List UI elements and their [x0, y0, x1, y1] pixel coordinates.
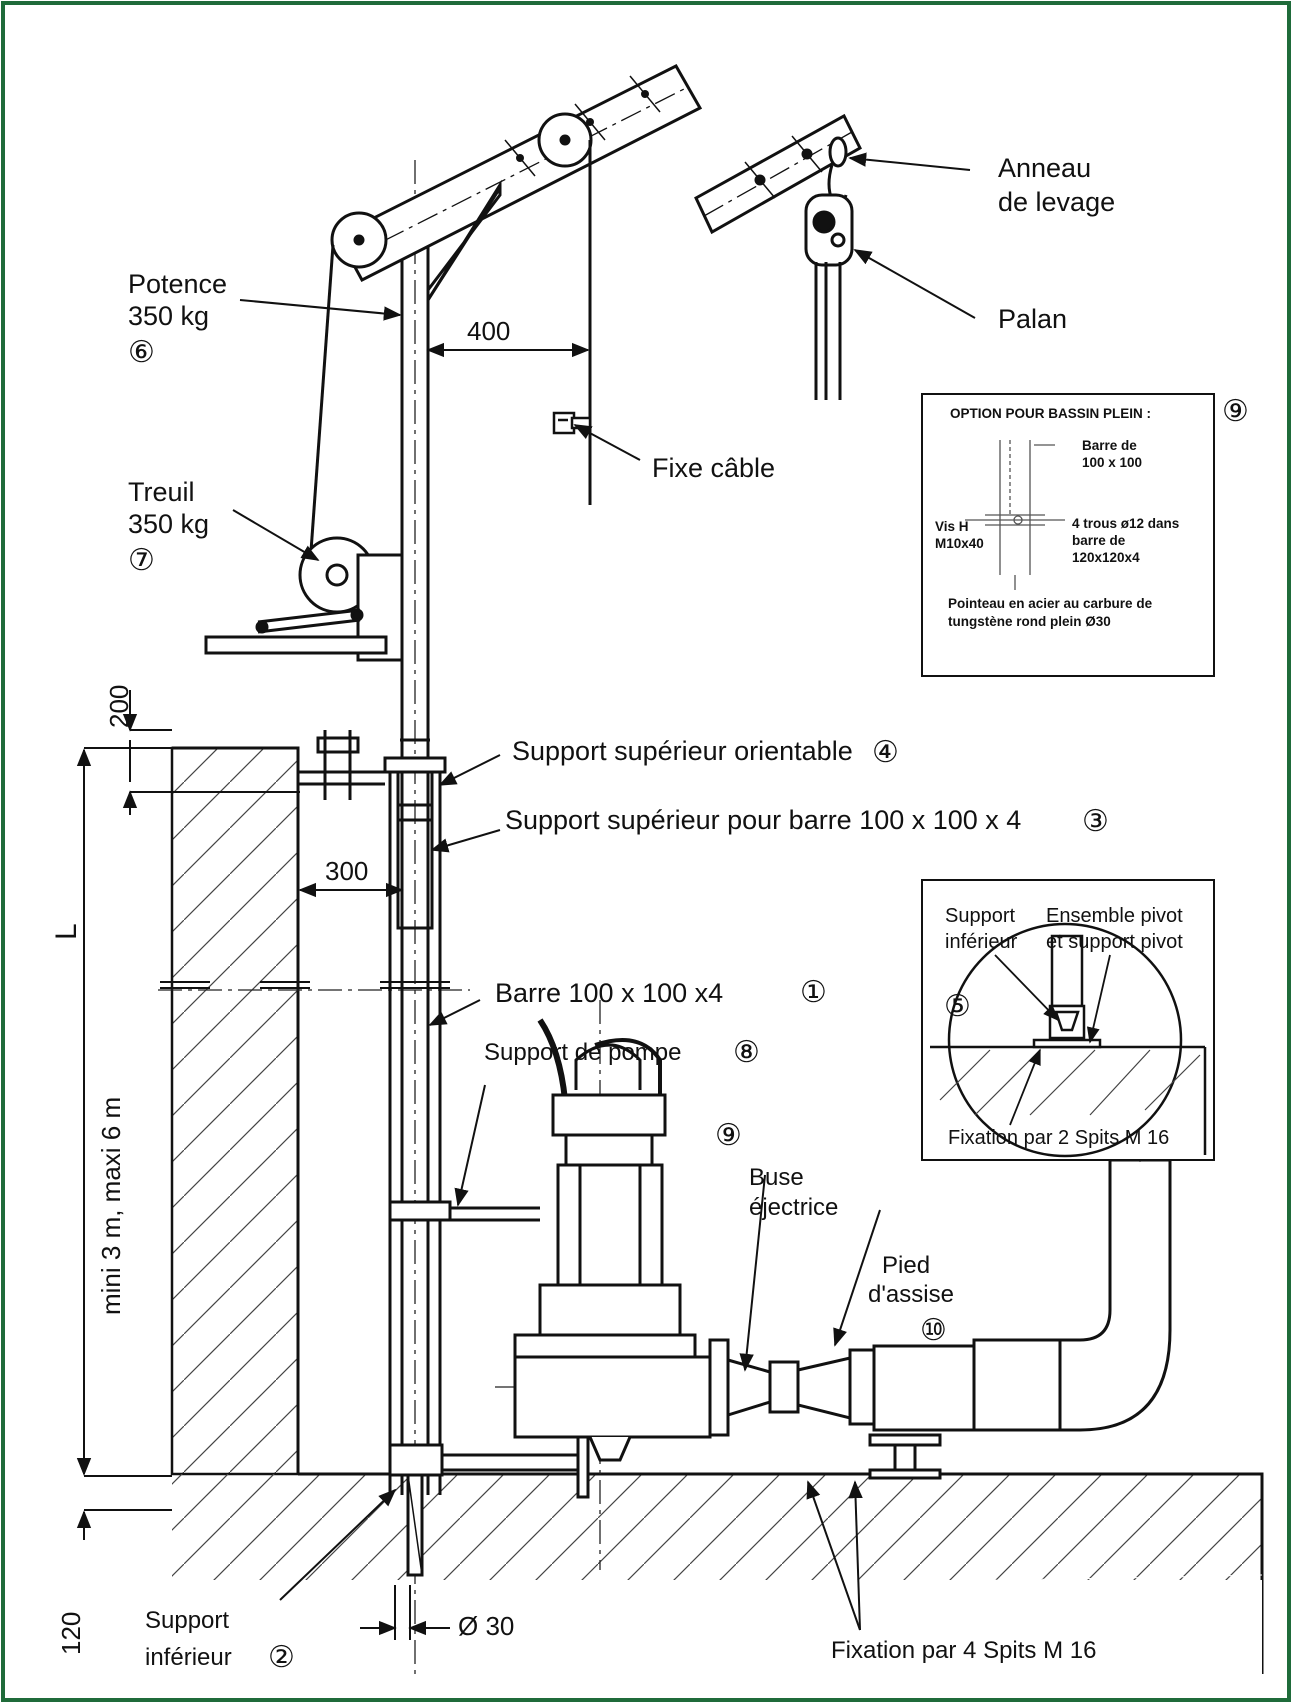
pivot-num: ⑤	[944, 989, 971, 1024]
pied-label-1: Pied	[882, 1252, 930, 1279]
dim-400: 400	[467, 316, 510, 346]
support-inf-label-2: inférieur	[145, 1644, 232, 1671]
support-pompe-label: Support de pompe	[484, 1039, 681, 1066]
pied-label-2: d'assise	[868, 1281, 954, 1308]
pivot-ensemble-2: et support pivot	[1046, 931, 1183, 953]
mast	[388, 213, 442, 1495]
support-sup-orientable-label: Support supérieur orientable	[512, 736, 853, 766]
option-barre-1: Barre de	[1082, 438, 1137, 453]
pivot-support-1: Support	[945, 905, 1015, 927]
foot-base	[868, 1433, 942, 1480]
treuil-label-1: Treuil	[128, 477, 195, 507]
support-pompe-num: ⑧	[733, 1035, 760, 1070]
lower-support	[388, 1443, 578, 1577]
option-trous-2: barre de	[1072, 533, 1126, 548]
option-title: OPTION POUR BASSIN PLEIN :	[950, 406, 1151, 421]
palan-label: Palan	[998, 304, 1067, 334]
barre-label: Barre 100 x 100 x4	[495, 978, 723, 1008]
potence-label-2: 350 kg	[128, 301, 209, 331]
pivot-ensemble-1: Ensemble pivot	[1046, 905, 1183, 927]
option-box: OPTION POUR BASSIN PLEIN : ⑨ Barre de 10…	[921, 393, 1249, 677]
text-labels: Potence 350 kg ⑥ Treuil 350 kg ⑦ Anneau …	[50, 153, 1115, 1675]
option-pointeau-1: Pointeau en acier au carbure de	[948, 596, 1153, 611]
cable	[308, 140, 592, 566]
support-inf-num: ②	[268, 1640, 295, 1675]
support-sup-barre-label: Support supérieur pour barre 100 x 100 x…	[505, 805, 1021, 835]
fixe-cable-label: Fixe câble	[652, 453, 775, 483]
option-vis-2: M10x40	[935, 536, 984, 551]
dim-200: 200	[104, 685, 134, 728]
treuil-num: ⑦	[128, 543, 155, 578]
buse-label-2: éjectrice	[749, 1194, 838, 1221]
buse-label-1: Buse	[749, 1164, 804, 1191]
option-barre-2: 100 x 100	[1082, 455, 1142, 470]
hoist-detail	[694, 113, 862, 400]
cable-clamp	[552, 411, 592, 435]
potence-num: ⑥	[128, 335, 155, 370]
pump	[388, 1018, 712, 1499]
support-inf-label-1: Support	[145, 1607, 229, 1634]
jib-hole-ticks	[504, 75, 661, 177]
discharge-pipe	[1058, 1151, 1172, 1432]
buse-num: ⑨	[715, 1118, 742, 1153]
wall	[170, 746, 300, 1476]
dim-300: 300	[325, 856, 368, 886]
pulleys	[330, 112, 593, 269]
length-range: mini 3 m, maxi 6 m	[96, 1097, 126, 1315]
fixation-4-label: Fixation par 4 Spits M 16	[831, 1637, 1096, 1664]
floor	[171, 1472, 1264, 1680]
option-vis-1: Vis H	[935, 519, 969, 534]
support-sup-orientable-num: ④	[872, 735, 899, 770]
option-num: ⑨	[1222, 394, 1249, 429]
pivot-box: ⑤ Support inférieur Ensemble pivot et su…	[921, 879, 1215, 1161]
jib-arm	[335, 64, 703, 306]
treuil-label-2: 350 kg	[128, 509, 209, 539]
option-trous-3: 120x120x4	[1072, 550, 1140, 565]
dim-120: 120	[56, 1612, 86, 1655]
pivot-fixation: Fixation par 2 Spits M 16	[948, 1127, 1169, 1149]
ejector	[708, 1338, 1065, 1437]
anneau-label-2: de levage	[998, 187, 1115, 217]
break-marks	[160, 981, 450, 989]
leader-arrows	[232, 152, 976, 1631]
winch	[204, 536, 404, 662]
anneau-label-1: Anneau	[998, 153, 1091, 183]
option-trous-1: 4 trous ø12 dans	[1072, 516, 1179, 531]
pied-num: ⑩	[920, 1313, 947, 1348]
potence-label-1: Potence	[128, 269, 227, 299]
length-label: L	[50, 923, 83, 940]
support-sup-barre-num: ③	[1082, 804, 1109, 839]
barre-num: ①	[800, 975, 827, 1010]
dimension-lines	[76, 342, 590, 1640]
pivot-support-2: inférieur	[945, 931, 1018, 953]
option-pointeau-2: tungstène rond plein Ø30	[948, 614, 1111, 629]
dim-30: Ø 30	[458, 1611, 514, 1641]
upper-support	[298, 730, 447, 930]
